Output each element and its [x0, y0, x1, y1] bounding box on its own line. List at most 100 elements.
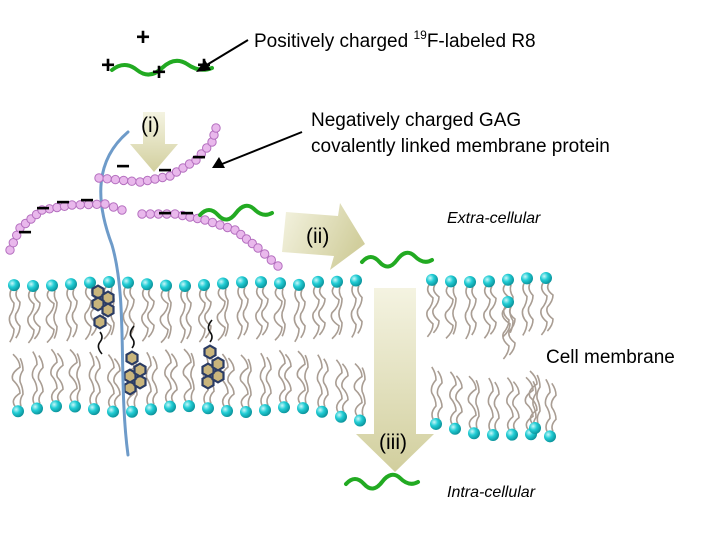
lipid-tail	[361, 367, 366, 416]
lipid-head	[160, 279, 172, 292]
lipid-tail	[528, 370, 538, 424]
gag-chain-layer	[5, 123, 283, 271]
lipid-tail	[236, 286, 243, 340]
lipid-head	[50, 400, 62, 413]
lipid-tail	[506, 377, 514, 431]
lipid-tail	[53, 290, 58, 339]
lipid-tail	[464, 286, 471, 340]
step-label-i: (i)	[141, 114, 160, 137]
lipid-tail	[56, 352, 64, 402]
lipid-tail	[224, 288, 229, 337]
gag-bead	[196, 149, 207, 159]
extracellular-label: Extra-cellular	[447, 210, 541, 227]
minus-charge: −	[56, 189, 70, 216]
lipid-head	[46, 279, 58, 292]
plus-charge: +	[136, 24, 150, 51]
lipid-head	[65, 278, 77, 291]
lipid-tail	[227, 357, 235, 407]
lipid-tail	[350, 285, 357, 338]
arrow-step-i	[130, 112, 178, 172]
sterol-ring	[133, 362, 147, 378]
lipid-head	[88, 403, 100, 416]
lipid-head	[502, 273, 514, 286]
lipid-tail	[432, 284, 440, 334]
intracellular-label: Intra-cellular	[447, 484, 536, 501]
lipid-tail	[493, 381, 500, 431]
gag-bead	[108, 202, 119, 212]
lipid-head	[354, 414, 366, 427]
peptide-layer	[110, 58, 434, 491]
lipid-head	[27, 279, 39, 292]
lipid-tail	[436, 370, 443, 420]
peptide-label-suffix: F-labeled R8	[427, 31, 536, 52]
lipid-head	[468, 427, 480, 440]
minus-charge: −	[158, 157, 172, 184]
plus-charge: +	[101, 52, 115, 79]
lipid-tail	[470, 286, 477, 336]
gag-bead	[191, 155, 201, 165]
lipid-head	[240, 405, 252, 418]
lipid-head	[107, 405, 119, 418]
lipid-tail	[508, 306, 516, 356]
peptide-r8-bound	[198, 203, 274, 222]
lipid-tail	[147, 288, 155, 338]
lipid-head	[122, 276, 134, 289]
lipid-tail-layer	[8, 282, 557, 432]
lipid-head	[103, 276, 115, 289]
membrane-label: Cell membrane	[546, 347, 675, 368]
lipid-tail	[356, 285, 363, 334]
gag-bead	[266, 255, 276, 265]
lipid-head	[12, 405, 24, 418]
lipid-tail	[255, 286, 263, 340]
minus-charge: −	[180, 200, 194, 227]
lipid-head	[540, 272, 552, 285]
lipid-head	[506, 428, 518, 441]
peptide-r8-intracellular	[344, 472, 420, 491]
lipid-head	[487, 429, 499, 442]
lipid-tail	[483, 285, 491, 339]
plus-charge: +	[152, 59, 166, 86]
peptide-r8-top	[110, 58, 214, 77]
lipid-head	[430, 417, 442, 430]
lipid-tail	[487, 377, 494, 431]
lipid-head	[236, 276, 248, 289]
lipid-head	[426, 273, 438, 286]
lipid-tail	[204, 289, 212, 339]
gag-bead	[137, 209, 147, 219]
lipid-tail	[532, 380, 537, 430]
lipid-tail	[33, 290, 41, 340]
lipid-tail	[316, 354, 323, 408]
lipid-tail	[94, 355, 101, 405]
lipid-head	[202, 402, 214, 415]
lipid-head	[483, 275, 495, 288]
lipid-tail	[259, 352, 266, 406]
lipid-tail	[299, 289, 306, 339]
step-label-ii: (ii)	[306, 225, 329, 248]
lipid-tail	[512, 381, 520, 431]
lipid-head	[544, 430, 556, 443]
lipid-tail	[76, 353, 81, 402]
lipid-head	[350, 274, 362, 287]
gag-bead	[100, 199, 110, 209]
gag-bead	[117, 205, 127, 215]
lipid-head	[69, 400, 81, 413]
lipid-head	[335, 410, 347, 423]
lipid-tail	[198, 289, 206, 343]
sterol-tail	[207, 319, 213, 343]
lipid-tail	[452, 286, 457, 335]
lipid-head	[521, 272, 533, 285]
lipid-tail	[113, 358, 121, 408]
sterol-ring	[101, 302, 115, 318]
lipid-tail	[502, 306, 510, 360]
gag-bead	[142, 175, 153, 186]
lipid-tail	[107, 354, 115, 407]
lipid-tail	[444, 285, 454, 339]
lipid-head	[259, 404, 271, 417]
lipid-head	[179, 279, 191, 292]
lipid-tail	[216, 287, 226, 342]
lipid-tail	[190, 352, 195, 402]
lipid-tail	[65, 288, 72, 342]
lipid-tail	[544, 378, 551, 432]
lipid-head	[464, 275, 476, 288]
